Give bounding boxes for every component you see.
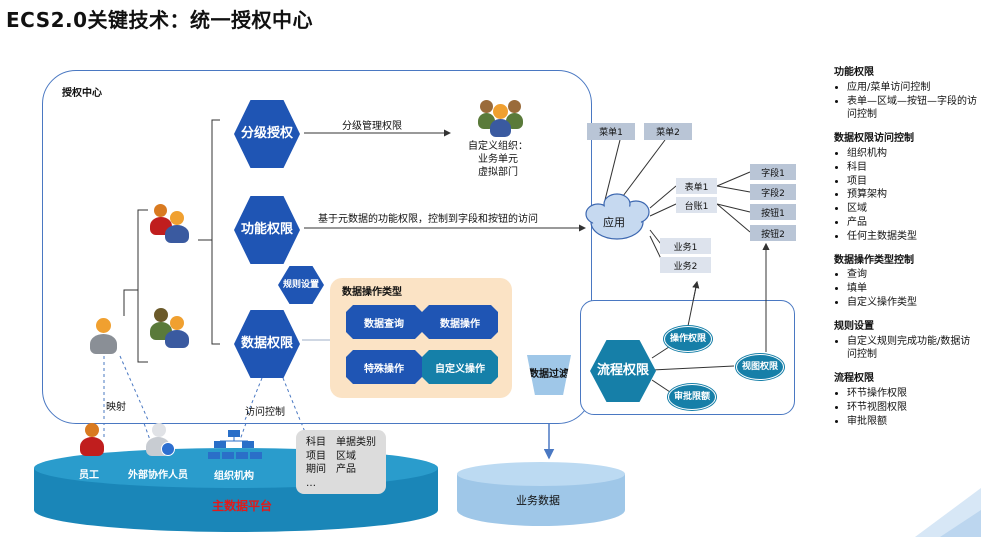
note-item: 任何主数据类型 xyxy=(847,230,979,244)
data-permission-hex[interactable]: 数据权限 xyxy=(234,310,300,378)
note-heading: 功能权限 xyxy=(834,67,874,78)
list-item: 科目单据类别 xyxy=(306,437,376,448)
user-pair-icon-1 xyxy=(150,204,192,244)
note-item: 区域 xyxy=(847,202,979,216)
group-people-icon xyxy=(478,98,524,138)
employee-icon xyxy=(80,423,104,457)
master-data-list: 科目单据类别 项目区域 期间产品 … xyxy=(296,430,386,494)
platform-label: 主数据平台 xyxy=(212,499,273,513)
view-permission-oval[interactable]: 视图权限 xyxy=(736,354,784,380)
employee-label: 员工 xyxy=(79,470,99,481)
note-list: 自定义规则完成功能/数据访问控制 xyxy=(834,335,979,363)
custom-org-line3: 虚拟部门 xyxy=(478,167,518,178)
external-user-icon xyxy=(146,423,175,459)
business-1[interactable]: 业务1 xyxy=(660,238,711,254)
list-item: … xyxy=(306,477,316,489)
business-data-label: 业务数据 xyxy=(516,494,560,507)
menu-1[interactable]: 菜单1 xyxy=(587,123,635,140)
note-heading: 流程权限 xyxy=(834,373,874,385)
mapping-label: 映射 xyxy=(106,402,126,413)
grade-mgmt-label: 分级管理权限 xyxy=(342,121,402,132)
external-label: 外部协作人员 xyxy=(128,470,188,481)
business-2[interactable]: 业务2 xyxy=(660,257,711,273)
note-item: 自定义操作类型 xyxy=(847,296,979,310)
data-op-custom[interactable]: 自定义操作 xyxy=(422,350,498,384)
note-item: 填单 xyxy=(847,282,979,296)
note-item: 审批限额 xyxy=(847,415,979,429)
ledger-1[interactable]: 台账1 xyxy=(676,197,717,213)
button-1[interactable]: 按钮1 xyxy=(750,204,796,220)
form-1[interactable]: 表单1 xyxy=(676,178,717,194)
note-list: 组织机构科目项目预算架构区域产品任何主数据类型 xyxy=(834,147,979,244)
field-2[interactable]: 字段2 xyxy=(750,184,796,200)
org-label: 组织机构 xyxy=(214,471,254,482)
list-item: 期间产品 xyxy=(306,464,356,475)
custom-org-line2: 业务单元 xyxy=(478,154,518,165)
org-chart-icon xyxy=(208,430,262,459)
note-item: 项目 xyxy=(847,175,979,189)
data-op-query[interactable]: 数据查询 xyxy=(346,305,422,339)
note-list: 应用/菜单访问控制表单—区域—按钮—字段的访问控制 xyxy=(834,81,979,122)
note-item: 表单—区域—按钮—字段的访问控制 xyxy=(847,95,979,123)
page-title: ECS2.0关键技术：统一授权中心 xyxy=(6,8,314,32)
button-2[interactable]: 按钮2 xyxy=(750,225,796,241)
right-notes: 功能权限应用/菜单访问控制表单—区域—按钮—字段的访问控制数据权限访问控制组织机… xyxy=(834,66,979,438)
field-1[interactable]: 字段1 xyxy=(750,164,796,180)
single-user-icon xyxy=(90,318,118,356)
menu-2[interactable]: 菜单2 xyxy=(644,123,692,140)
note-item: 查询 xyxy=(847,268,979,282)
note-list: 环节操作权限环节视图权限审批限额 xyxy=(834,387,979,428)
note-heading: 数据操作类型控制 xyxy=(834,254,914,266)
data-filter: 数据过滤 xyxy=(527,355,571,395)
app-label: 应用 xyxy=(603,216,625,229)
note-item: 预算架构 xyxy=(847,188,979,202)
function-desc-label: 基于元数据的功能权限，控制到字段和按钮的访问 xyxy=(318,214,538,225)
note-item: 产品 xyxy=(847,216,979,230)
note-heading: 规则设置 xyxy=(834,320,874,332)
data-op-special[interactable]: 特殊操作 xyxy=(346,350,422,384)
list-item: 项目区域 xyxy=(306,450,356,462)
custom-org-label: 自定义组织： 业务单元 虚拟部门 xyxy=(466,140,530,179)
note-item: 环节操作权限 xyxy=(847,387,979,401)
auth-center-label: 授权中心 xyxy=(62,88,102,99)
note-item: 自定义规则完成功能/数据访问控制 xyxy=(847,335,979,363)
op-permission-oval[interactable]: 操作权限 xyxy=(664,326,712,352)
access-control-label: 访问控制 xyxy=(245,407,285,418)
data-op-operate[interactable]: 数据操作 xyxy=(422,305,498,339)
custom-org-line1: 自定义组织： xyxy=(468,141,528,152)
user-pair-icon-2 xyxy=(150,308,192,350)
note-item: 组织机构 xyxy=(847,147,979,161)
note-list: 查询填单自定义操作类型 xyxy=(834,268,979,309)
note-item: 应用/菜单访问控制 xyxy=(847,81,979,95)
note-heading: 数据权限访问控制 xyxy=(834,133,914,145)
note-item: 环节视图权限 xyxy=(847,401,979,415)
approval-limit-oval[interactable]: 审批限额 xyxy=(668,384,716,410)
data-ops-title: 数据操作类型 xyxy=(342,287,402,298)
flow-permission-hex[interactable]: 流程权限 xyxy=(590,340,656,402)
note-item: 科目 xyxy=(847,161,979,175)
cloud-icon xyxy=(585,193,650,240)
